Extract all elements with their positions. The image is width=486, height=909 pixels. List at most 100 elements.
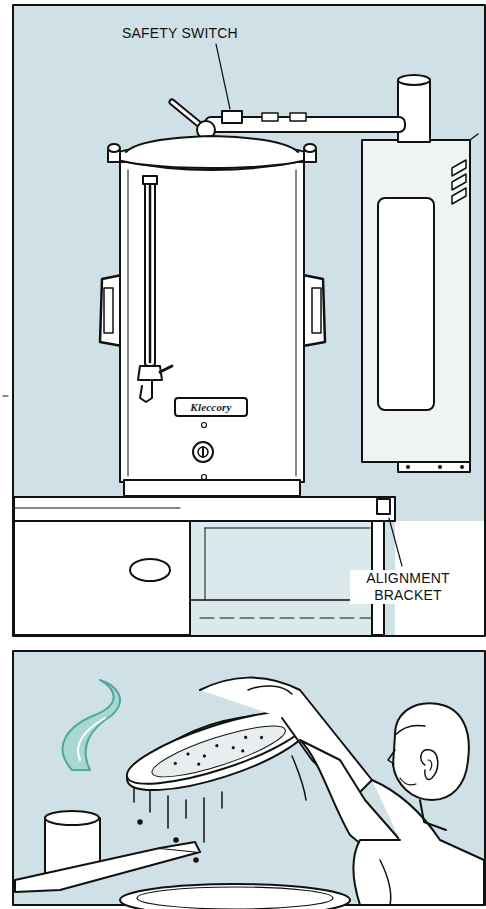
bottom-panel (13, 651, 485, 909)
top-panel-part (202, 423, 207, 428)
top-panel-part (145, 180, 155, 366)
top-panel-part (143, 176, 157, 184)
bottom-panel-part-part-part (197, 762, 201, 766)
bottom-panel-part (395, 725, 425, 735)
top-panel-part (100, 275, 122, 346)
top-panel-part (398, 80, 430, 142)
bottom-panel-part-part (174, 838, 178, 842)
bottom-panel-part (292, 756, 306, 800)
bottom-panel-part (400, 778, 416, 785)
bottom-panel-part-part-part (186, 752, 190, 756)
top-panel-part (172, 102, 200, 125)
bottom-panel-part-part (221, 792, 223, 808)
bottom-panel-part (160, 842, 200, 852)
bottom-panel-part (134, 782, 222, 862)
bottom-panel-part-part (172, 729, 266, 774)
top-panel-part (205, 528, 206, 600)
top-panel (3, 5, 485, 636)
top-panel-part (149, 186, 152, 362)
bottom-panel-part (388, 750, 395, 764)
bottom-panel-part-part (185, 800, 187, 818)
top-panel-part (290, 113, 306, 121)
bottom-panel-part (45, 811, 99, 825)
top-panel-part (438, 465, 442, 469)
bottom-panel-part-part (203, 798, 205, 842)
top-panel-part (200, 618, 372, 619)
top-panel-part-part (452, 160, 466, 176)
bottom-panel-part-part-part (173, 761, 177, 765)
top-panel-part (398, 462, 470, 472)
top-panel-part (202, 475, 207, 480)
top-panel-part (120, 162, 304, 482)
top-panel-part (14, 508, 180, 509)
top-panel-part (296, 170, 297, 476)
bottom-panel-part-part-part (202, 754, 206, 758)
top-panel-part (190, 599, 372, 601)
bottom-panel-part (420, 800, 446, 830)
part-label: ALIGNMENT BRACKET (350, 570, 466, 604)
bottom-panel-part (120, 884, 350, 909)
top-panel-part (13, 5, 485, 636)
bottom-panel-part (137, 887, 333, 909)
top-panel-part (452, 160, 466, 204)
top-panel-part (362, 140, 470, 462)
top-panel-part (126, 136, 298, 152)
bottom-panel-part-part (148, 716, 290, 786)
bottom-panel-part-part (149, 790, 151, 812)
bottom-panel-part (393, 703, 469, 800)
bottom-panel-part-part-part (215, 744, 219, 748)
bottom-panel-part (63, 680, 120, 770)
brand-name: Kleccory (175, 400, 247, 414)
top-panel-part (14, 521, 190, 635)
top-panel-part (104, 288, 113, 333)
top-panel-part (205, 528, 370, 529)
bottom-panel-part (248, 686, 292, 694)
top-panel-part (189, 521, 191, 635)
top-panel-part (398, 75, 430, 85)
top-panel-part (378, 198, 434, 410)
top-panel-part (304, 144, 316, 152)
top-panel-part (175, 398, 247, 416)
bottom-panel-part-part-part (231, 746, 235, 750)
bottom-panel-part-part-part (244, 735, 248, 739)
top-panel-part (172, 102, 200, 125)
top-panel-part (198, 447, 208, 457)
top-panel-part (14, 497, 395, 521)
top-panel-part-part (452, 188, 466, 204)
part-label: SAFETY SWITCH (122, 25, 238, 42)
bottom-panel-part (13, 651, 485, 905)
bottom-panel-part-part (194, 858, 198, 862)
top-panel-part (303, 275, 325, 346)
top-panel-part (216, 44, 230, 109)
top-panel-part (128, 170, 129, 476)
top-panel-part (108, 144, 120, 152)
top-panel-part (312, 288, 321, 333)
top-panel-part (460, 465, 464, 469)
top-panel-part (470, 134, 478, 140)
top-panel-part-part (452, 174, 466, 190)
top-panel-part (160, 366, 172, 372)
bottom-panel-part-part-part (241, 749, 245, 753)
bottom-panel-part (15, 848, 200, 892)
top-panel-part (140, 380, 152, 402)
bottom-panel-part (380, 860, 391, 905)
bottom-panel-part (421, 750, 438, 780)
top-panel-part (138, 366, 162, 380)
top-panel-part (202, 447, 204, 457)
bottom-panel-part-part (138, 820, 142, 824)
bottom-panel-part (78, 718, 105, 760)
bottom-panel-part (428, 760, 432, 770)
top-panel-part (377, 499, 390, 514)
bottom-panel-part-part-part (259, 735, 263, 739)
top-panel-part (130, 559, 170, 581)
top-panel-part (262, 113, 278, 121)
bottom-panel-part-part (167, 796, 169, 828)
top-panel-part (222, 111, 242, 123)
top-panel-part (406, 465, 410, 469)
top-panel-part (3, 396, 8, 397)
top-panel-part (193, 442, 213, 462)
top-panel-part (389, 518, 402, 566)
top-panel-part (124, 480, 300, 496)
